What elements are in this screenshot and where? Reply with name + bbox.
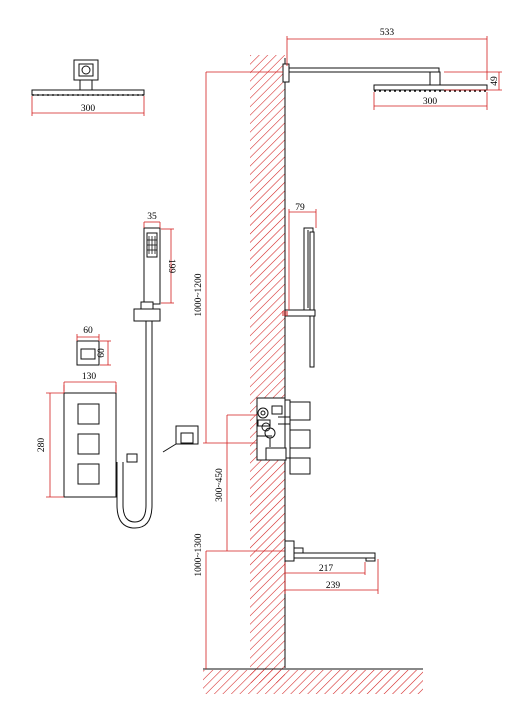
valve-to-spout-dim: 300~450	[215, 468, 225, 502]
wall-outlet-elbow-front	[162, 425, 199, 453]
valve-plate-front	[46, 381, 117, 498]
spout-height-dimline	[205, 550, 227, 669]
valve-spout-dimline	[226, 414, 287, 552]
rail-offset-dim: 79	[295, 203, 305, 213]
arm-length-dim: 533	[380, 28, 395, 38]
head-height-dim: 1000~1200	[194, 273, 204, 316]
outlet-box-front	[76, 334, 111, 366]
floor-hatch	[203, 670, 423, 694]
handheld-width-dim: 35	[147, 212, 157, 222]
spout-reach-dim: 217	[319, 564, 334, 574]
outlet-box-height-dim: 60	[97, 348, 107, 358]
wall-hatch	[250, 55, 285, 683]
handheld-shower-front	[116, 221, 174, 529]
bath-spout-sideview	[284, 540, 379, 594]
slide-rail-sideview	[282, 209, 317, 368]
valve-body-sideview	[256, 397, 311, 475]
outlet-box-width-dim: 60	[83, 326, 93, 336]
rain-shower-head-topview	[31, 59, 145, 116]
shower-arm-sideview	[282, 36, 502, 110]
spout-length-dim: 239	[326, 581, 341, 591]
shower-head-width-dim: 300	[81, 104, 96, 114]
head-height-dimline	[203, 71, 283, 444]
shower-head-width-side-dim: 300	[423, 97, 438, 107]
valve-width-dim: 130	[82, 372, 97, 382]
arm-height-dim: 49	[490, 76, 500, 86]
handheld-length-dim: 199	[166, 259, 176, 274]
spout-height-dim: 1000~1300	[194, 533, 204, 576]
valve-height-dim: 280	[37, 438, 47, 453]
